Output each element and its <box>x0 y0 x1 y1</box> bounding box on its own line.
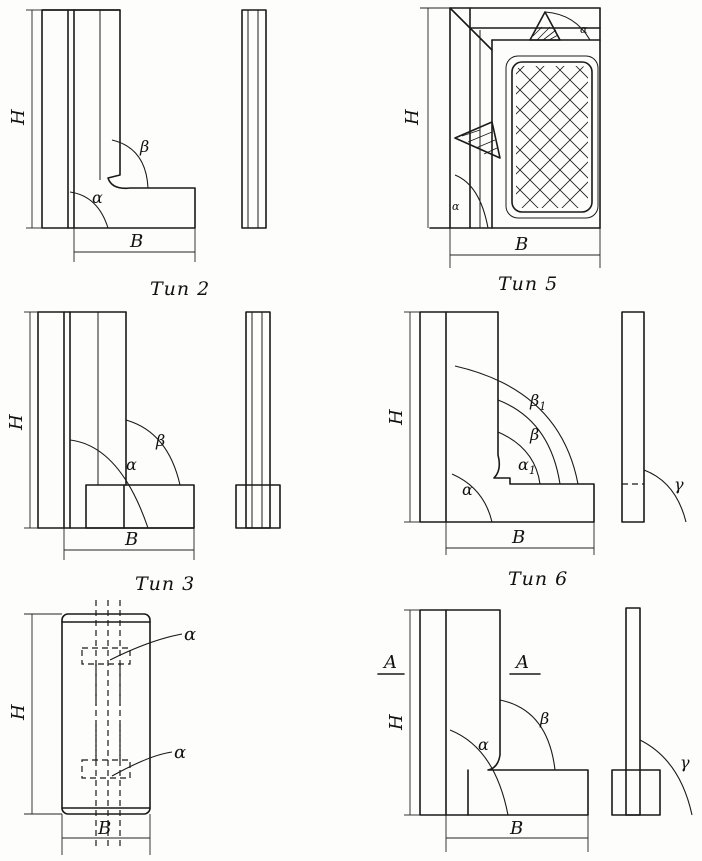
type5-height-label: H <box>402 109 423 126</box>
type3-width-label: B <box>124 529 138 550</box>
type3-caption: Тип 3 <box>135 573 195 595</box>
type5-figure: H B α α Тип 5 <box>402 7 601 295</box>
type5-alpha-label: α <box>452 200 460 213</box>
section-mark-left: A <box>382 652 397 673</box>
type4-alpha-top-label: α <box>184 624 196 645</box>
type5-width-label: B <box>514 234 528 255</box>
type2-caption: Тип 2 <box>150 278 210 300</box>
type2-height-label: H <box>8 109 29 126</box>
type2-beta-label: β <box>139 137 149 156</box>
type3-figure: H B α β Тип 3 <box>6 311 281 595</box>
type6-alpha1-subscript: 1 <box>529 464 536 477</box>
type4-alpha-bottom-label: α <box>174 742 186 763</box>
type6-beta-label: β <box>529 425 539 444</box>
type4-height-label: H <box>8 704 29 721</box>
type7-beta-label: β <box>539 709 549 728</box>
type6-gamma-label: γ <box>674 475 684 494</box>
type5-alpha-top-label: α <box>580 23 588 36</box>
type3-beta-label: β <box>155 431 165 450</box>
type6-alpha1-symbol: α <box>518 455 529 474</box>
type6-figure: H B β1 β α1 α γ Тип 6 <box>386 311 687 590</box>
type7-figure: A A H B α β γ <box>377 607 693 852</box>
type6-caption: Тип 6 <box>508 568 568 590</box>
type3-height-label: H <box>6 414 27 431</box>
type2-width-label: B <box>129 231 143 252</box>
type6-beta1-subscript: 1 <box>539 400 546 413</box>
type7-width-label: B <box>509 818 523 839</box>
type6-beta1-symbol: β <box>529 391 539 410</box>
type6-alpha1-label: α1 <box>518 455 536 477</box>
section-mark-right: A <box>514 652 529 673</box>
type6-alpha-label: α <box>462 480 473 499</box>
type7-gamma-label: γ <box>680 753 690 772</box>
type2-figure: H B α β Тип 2 <box>8 9 267 300</box>
type6-beta1-label: β1 <box>529 391 546 413</box>
type3-alpha-label: α <box>126 455 137 474</box>
type7-alpha-label: α <box>478 735 489 754</box>
type4-figure: H B α α <box>8 600 196 855</box>
type6-height-label: H <box>386 409 407 426</box>
type7-height-label: H <box>386 714 407 731</box>
type2-alpha-label: α <box>92 188 103 207</box>
type6-width-label: B <box>511 527 525 548</box>
type4-width-label: B <box>97 818 111 839</box>
type5-caption: Тип 5 <box>498 273 558 295</box>
